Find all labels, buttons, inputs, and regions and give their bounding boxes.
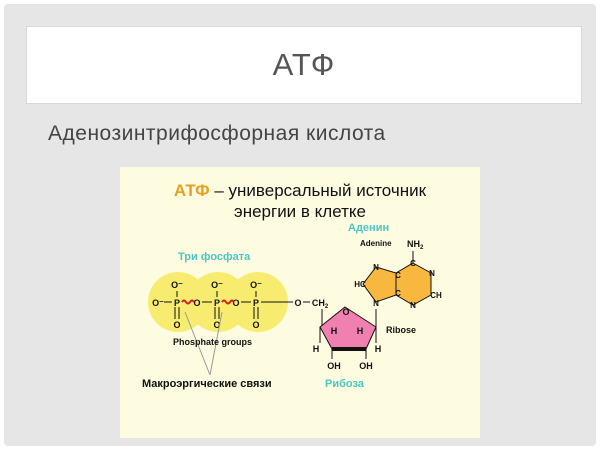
adenine-rings (362, 251, 432, 306)
atp-diagram-image: АТФ – универсальный источник энергии в к… (120, 167, 480, 438)
atom-o: O (294, 298, 301, 308)
atom-p: P (174, 298, 180, 308)
phosphate-groups (148, 272, 288, 332)
atom-o: O (232, 298, 239, 308)
atom-c: C (395, 289, 401, 298)
label-ribose-en: Ribose (386, 325, 416, 335)
atom-hc: HC (354, 280, 366, 289)
atom-h: H (331, 326, 338, 336)
figure-heading-accent: АТФ (174, 181, 210, 200)
title-band: АТФ (26, 26, 582, 104)
atom-p: P (214, 298, 220, 308)
label-macroergic-bonds: Макроэргические связи (142, 378, 272, 390)
atom-h: H (313, 344, 320, 354)
atom-o-minus: O⁻ (211, 280, 223, 290)
phosphate-chain: O⁻ O⁻ O⁻ O⁻ P O P O P O CH2 O O O (152, 280, 329, 330)
atom-c: C (410, 259, 416, 268)
label-adenine-ru: Аденин (348, 222, 389, 234)
label-nh2: NH2 (407, 239, 424, 251)
chemical-bonds (164, 291, 310, 376)
label-three-phosphates: Три фосфата (178, 251, 251, 263)
label-adenine-en: Adenine (360, 239, 392, 248)
atom-o: O (252, 320, 259, 330)
slide-subtitle: Аденозинтрифосфорная кислота (48, 122, 386, 145)
atom-oh: OH (327, 361, 341, 371)
atom-ch: CH (430, 291, 442, 300)
atom-o-minus: O⁻ (250, 280, 262, 290)
atom-c: C (395, 271, 401, 280)
atom-o-minus: O⁻ (171, 280, 183, 290)
adenine-atoms: C N CH N C C N HC N (354, 259, 442, 310)
atom-p: P (253, 298, 259, 308)
atom-o: O (342, 307, 349, 317)
atom-h: H (375, 344, 382, 354)
atom-n: N (373, 299, 379, 308)
label-phosphate-groups: Phosphate groups (173, 337, 252, 347)
atom-oh: OH (359, 361, 373, 371)
atom-o: O (213, 320, 220, 330)
figure-heading-rest: – универсальный источник (210, 181, 427, 200)
atom-o: O (173, 320, 180, 330)
atom-ch2: CH2 (312, 298, 329, 310)
label-ribose-ru: Рибоза (325, 378, 365, 390)
atom-o: O (193, 298, 200, 308)
ribose-ring (319, 306, 377, 359)
atom-n: N (429, 269, 435, 278)
atom-h: H (357, 326, 364, 336)
atom-o-minus: O⁻ (152, 298, 164, 308)
figure-heading: АТФ – универсальный источник (174, 181, 427, 200)
high-energy-bonds (181, 299, 235, 305)
atom-n: N (373, 263, 379, 272)
atom-n: N (410, 301, 416, 310)
figure-heading-line2: энергии в клетке (234, 202, 366, 221)
slide-title: АТФ (272, 47, 336, 82)
ribose-atoms: O H H H H OH OH (313, 307, 382, 371)
